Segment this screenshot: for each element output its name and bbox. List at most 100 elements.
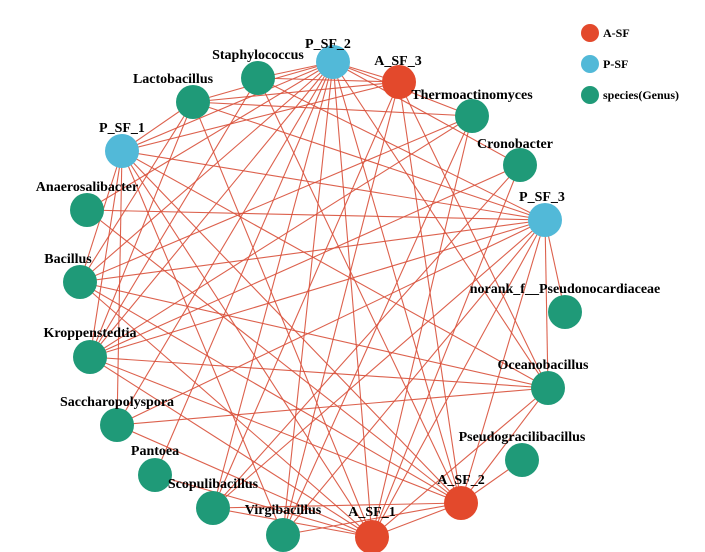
edge-P_SF_3-Virgibacillus: [282, 219, 546, 536]
node-label-cronobacter: Cronobacter: [477, 137, 553, 152]
edge-Scopulibacillus-A_SF_2: [212, 502, 462, 509]
edge-Thermoactinomyces-Lactobacillus: [192, 101, 473, 117]
edge-P_SF_3-P_SF_1: [121, 150, 546, 221]
edge-P_SF_1-Oceanobacillus: [121, 150, 549, 389]
node-label-thermoactinomyces: Thermoactinomyces: [411, 88, 533, 103]
edge-Anaerosalibacter-A_SF_2: [86, 209, 462, 504]
node-virgibacillus: [266, 518, 300, 552]
edge-P_SF_3-A_SF_2: [460, 219, 546, 504]
node-pantoea: [138, 458, 172, 492]
edge-Thermoactinomyces-Bacillus: [79, 115, 473, 283]
edge-P_SF_2-Pantoea: [154, 61, 334, 476]
node-pseudogracilibacillus: [505, 443, 539, 477]
edge-P_SF_2-Virgibacillus: [282, 61, 334, 536]
edge-P_SF_3-Scopulibacillus: [212, 219, 546, 509]
edge-Oceanobacillus-A_SF_2: [460, 387, 549, 504]
edge-Pantoea-A_SF_1: [154, 474, 373, 538]
edge-Kroppenstedtia-Oceanobacillus: [89, 356, 549, 389]
node-bacillus: [63, 265, 97, 299]
edge-A_SF_3-P_SF_1: [121, 81, 400, 152]
edge-P_SF_3-Lactobacillus: [192, 101, 546, 221]
edge-P_SF_3-Staphylococcus: [257, 77, 546, 221]
edge-P_SF_2-P_SF_1: [121, 61, 334, 152]
edge-Bacillus-A_SF_2: [79, 281, 462, 504]
node-lactobacillus: [176, 85, 210, 119]
edge-Bacillus-A_SF_1: [79, 281, 373, 538]
edge-Kroppenstedtia-A_SF_2: [89, 356, 462, 504]
edge-P_SF_2-A_SF_1: [332, 61, 373, 538]
edge-Oceanobacillus-A_SF_1: [371, 387, 549, 538]
node-label-oceanobacillus: Oceanobacillus: [497, 358, 589, 373]
edge-Lactobacillus-A_SF_1: [192, 101, 373, 538]
edge-A_SF_3-Scopulibacillus: [212, 81, 400, 509]
node-cronobacter: [503, 148, 537, 182]
edge-P_SF_2-Anaerosalibacter: [86, 61, 334, 211]
legend-label-a-sf: A-SF: [603, 26, 630, 40]
node-scopulibacillus: [196, 491, 230, 525]
node-label-a-sf-1: A_SF_1: [348, 505, 395, 520]
node-a-sf-1: [355, 520, 389, 552]
node-label-pseudonocardiaceae: norank_f__Pseudonocardiaceae: [470, 282, 661, 297]
edge-Saccharopolyspora-Oceanobacillus: [116, 387, 549, 426]
node-label-anaerosalibacter: Anaerosalibacter: [36, 180, 138, 195]
node-oceanobacillus: [531, 371, 565, 405]
edge-Cronobacter-Kroppenstedtia: [89, 164, 521, 358]
edge-Staphylococcus-A_SF_2: [257, 77, 462, 504]
edge-P_SF_3-Kroppenstedtia: [89, 219, 546, 358]
edge-P_SF_2-Saccharopolyspora: [116, 61, 334, 426]
edge-P_SF_1-Saccharopolyspora: [116, 150, 123, 426]
node-p-sf-3: [528, 203, 562, 237]
edge-Virgibacillus-A_SF_2: [282, 502, 462, 536]
node-label-a-sf-2: A_SF_2: [437, 473, 484, 488]
node-label-p-sf-2: P_SF_2: [305, 37, 351, 52]
legend-swatch-p-sf: [581, 55, 599, 73]
edge-P_SF_3-A_SF_1: [371, 219, 546, 538]
legend-swatch-species: [581, 86, 599, 104]
edge-Kroppenstedtia-A_SF_1: [89, 356, 373, 538]
node-label-p-sf-1: P_SF_1: [99, 121, 145, 136]
edge-Staphylococcus-Kroppenstedtia: [89, 77, 259, 358]
edge-layer: [79, 61, 566, 538]
edge-A_SF_3-Oceanobacillus: [398, 81, 549, 389]
edge-P_SF_3-Oceanobacillus: [544, 219, 549, 389]
node-staphylococcus: [241, 61, 275, 95]
node-a-sf-3: [382, 65, 416, 99]
node-label-bacillus: Bacillus: [44, 252, 92, 267]
edge-Thermoactinomyces-Kroppenstedtia: [89, 115, 473, 358]
edge-P_SF_2-Scopulibacillus: [212, 61, 334, 509]
edge-Thermoactinomyces-Virgibacillus: [282, 115, 473, 536]
node-label-a-sf-3: A_SF_3: [374, 54, 421, 69]
node-label-scopulibacillus: Scopulibacillus: [168, 477, 259, 492]
node-a-sf-2: [444, 486, 478, 520]
legend-swatch-a-sf: [581, 24, 599, 42]
node-saccharopolyspora: [100, 408, 134, 442]
legend-label-species: species(Genus): [603, 88, 679, 102]
node-thermoactinomyces: [455, 99, 489, 133]
edge-P_SF_2-Oceanobacillus: [332, 61, 549, 389]
edge-Saccharopolyspora-A_SF_1: [116, 424, 373, 538]
node-kroppenstedtia: [73, 340, 107, 374]
edge-P_SF_3-Anaerosalibacter: [86, 209, 546, 221]
node-label-saccharopolyspora: Saccharopolyspora: [60, 395, 174, 410]
node-anaerosalibacter: [70, 193, 104, 227]
node-label-virgibacillus: Virgibacillus: [245, 503, 322, 518]
node-pseudonocardiaceae: [548, 295, 582, 329]
edge-Lactobacillus-Kroppenstedtia: [89, 101, 194, 358]
edge-P_SF_1-Kroppenstedtia: [89, 150, 123, 358]
node-label-p-sf-3: P_SF_3: [519, 190, 565, 205]
edge-P_SF_1-Virgibacillus: [121, 150, 284, 536]
node-p-sf-2: [316, 45, 350, 79]
node-label-pantoea: Pantoea: [131, 444, 179, 459]
node-label-staphylococcus: Staphylococcus: [212, 48, 304, 63]
edge-Lactobacillus-Bacillus: [79, 101, 194, 283]
edge-Bacillus-Oceanobacillus: [79, 281, 549, 389]
node-label-lactobacillus: Lactobacillus: [133, 72, 214, 87]
edge-P_SF_3-Bacillus: [79, 219, 546, 283]
edge-P_SF_2-Bacillus: [79, 61, 334, 283]
edge-P_SF_2-Kroppenstedtia: [89, 61, 334, 358]
node-layer: [63, 45, 582, 552]
edge-P_SF_1-A_SF_1: [121, 150, 373, 538]
node-p-sf-1: [105, 134, 139, 168]
